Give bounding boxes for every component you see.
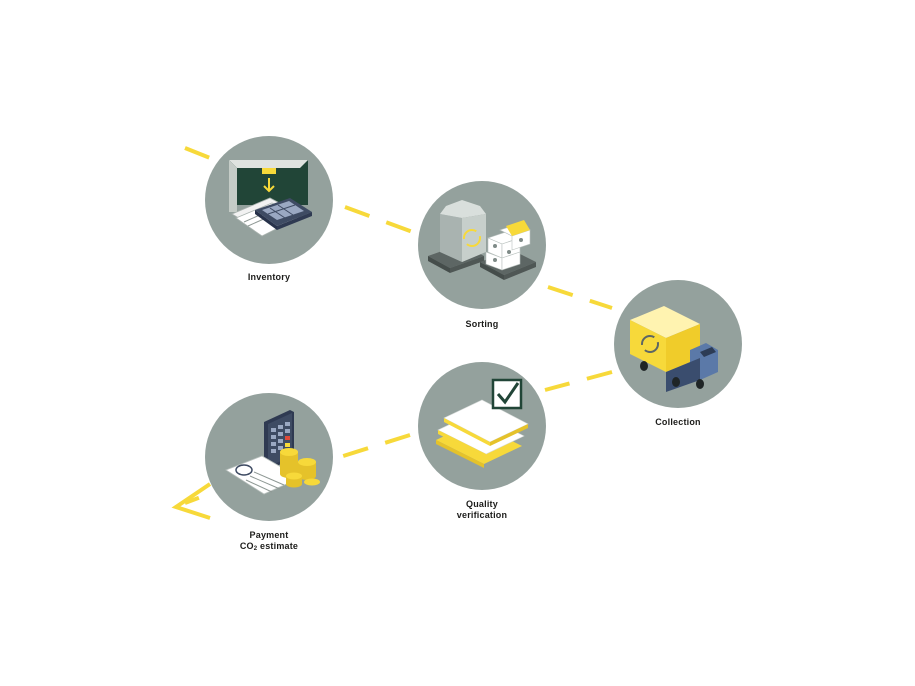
connector-start bbox=[184, 146, 216, 162]
connector-collection-quality bbox=[544, 370, 613, 392]
coin-stack bbox=[280, 448, 320, 488]
calculator-invoice-box-icon bbox=[229, 160, 312, 237]
connector-inventory-sorting bbox=[344, 205, 419, 236]
delivery-truck-icon bbox=[630, 306, 718, 392]
label-payment-line2: CO2 estimate bbox=[239, 541, 299, 552]
label-quality: Quality verification bbox=[456, 499, 508, 520]
flow-end-arrow-icon bbox=[171, 482, 212, 520]
label-payment: Payment CO2 estimate bbox=[199, 530, 339, 555]
connector-sorting-collection bbox=[547, 285, 613, 310]
connector-quality-payment bbox=[339, 433, 411, 459]
calculator-coins-icon bbox=[225, 410, 320, 495]
bag-and-pallet-icon bbox=[428, 200, 536, 280]
step-quality-circle bbox=[418, 362, 546, 490]
step-payment-circle bbox=[205, 393, 333, 521]
label-inventory: Inventory bbox=[247, 272, 291, 282]
checked-panels-icon bbox=[436, 399, 529, 468]
step-collection-circle bbox=[614, 280, 742, 408]
label-collection: Collection bbox=[655, 417, 701, 427]
step-sorting-circle bbox=[418, 181, 546, 309]
step-inventory-circle bbox=[205, 136, 333, 264]
checkbox-check-icon bbox=[491, 378, 523, 410]
label-sorting: Sorting bbox=[465, 319, 499, 329]
